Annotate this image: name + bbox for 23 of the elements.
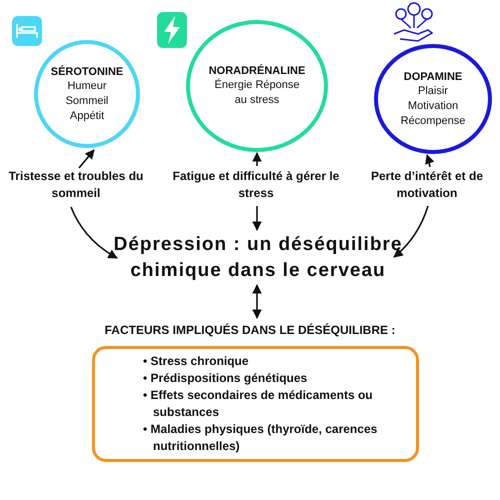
node-title: NORADRÉNALINE: [208, 64, 306, 78]
factors-box: [92, 346, 419, 462]
node-text: Plaisir Motivation Récompense: [400, 84, 466, 128]
arrow: [425, 154, 434, 168]
arrow: [252, 284, 262, 319]
arrow: [70, 206, 118, 259]
node-text: Fatigue et difficulté à gérer le stress: [170, 168, 342, 202]
list-item: • Stress chronique: [143, 353, 250, 370]
heading-text: Dépression : un déséquilibre chimique dans le cerveau: [110, 232, 406, 284]
node-text: Énergie Réponse au stress: [213, 78, 300, 108]
arrow: [252, 152, 262, 166]
node-title: DOPAMINE: [404, 70, 462, 84]
arrow: [393, 206, 429, 258]
node-text: Tristesse et troubles du sommeil: [6, 168, 146, 202]
node-text: FACTEURS IMPLIQUÉS DANS LE DÉSÉQUILIBRE :: [80, 322, 420, 339]
node-title: SÉROTONINE: [50, 64, 124, 78]
arrow: [78, 149, 95, 169]
list-item: • Effets secondaires de médicaments ou substances: [143, 387, 374, 421]
node-text: Perte d’intérêt et de motivation: [358, 168, 496, 202]
list-item: • Prédispositions génétiques: [143, 370, 308, 387]
list-item: • Maladies physiques (thyroïde, carences nutritionnelles): [143, 421, 378, 455]
arrow: [252, 206, 262, 231]
node-text: Humeur Sommeil Appétit: [64, 78, 110, 124]
